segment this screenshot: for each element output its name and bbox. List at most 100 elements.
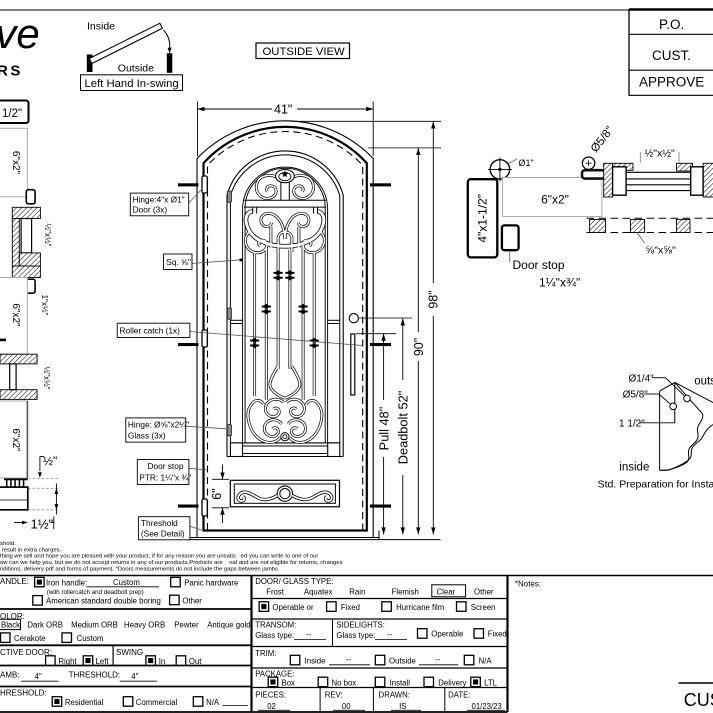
svg-text:01/23/23: 01/23/23 <box>472 702 502 711</box>
svg-text:DATE:: DATE: <box>448 690 470 699</box>
svg-text:Operable: Operable <box>431 630 463 639</box>
svg-text:Residential: Residential <box>65 698 104 707</box>
svg-text:DOOR/ GLASS TYPE:: DOOR/ GLASS TYPE: <box>255 577 333 586</box>
svg-text:THRESHOLD:: THRESHOLD: <box>69 670 121 679</box>
svg-text:American standard double borin: American standard double boring <box>46 597 161 606</box>
svg-text:Commercial: Commercial <box>136 698 178 707</box>
svg-text:REV:: REV: <box>325 690 343 699</box>
svg-text:Glass type:: Glass type: <box>336 631 375 640</box>
svg-text:Fixed: Fixed <box>341 603 360 612</box>
svg-text:6"x2": 6"x2" <box>10 428 21 452</box>
svg-text:Door (3x): Door (3x) <box>133 205 168 215</box>
svg-text:Delivery: Delivery <box>438 678 466 687</box>
svg-text:Cerakote: Cerakote <box>14 634 46 643</box>
svg-text:4": 4" <box>131 672 138 681</box>
svg-text:Rain: Rain <box>349 588 365 597</box>
svg-text:98": 98" <box>427 290 441 308</box>
svg-text:CUST.: CUST. <box>652 48 691 63</box>
svg-text:Glass type:: Glass type: <box>255 631 294 640</box>
svg-text:90": 90" <box>412 338 426 356</box>
svg-text:1½": 1½" <box>31 517 54 532</box>
svg-text:outside: outside <box>694 376 713 388</box>
svg-text:OLOR:: OLOR: <box>0 612 25 621</box>
svg-text:DRAWN:: DRAWN: <box>379 690 410 699</box>
svg-text:Inside: Inside <box>87 21 115 33</box>
svg-text:IS: IS <box>399 702 406 711</box>
svg-text:Outside: Outside <box>389 656 416 665</box>
svg-text:No box: No box <box>332 678 357 687</box>
svg-text:Outside: Outside <box>118 63 154 75</box>
svg-text:Threshold: Threshold <box>141 518 178 528</box>
svg-text:Other: Other <box>474 588 494 597</box>
svg-text:Roller catch (1x): Roller catch (1x) <box>120 326 181 336</box>
svg-text:Dark ORB: Dark ORB <box>27 620 63 629</box>
svg-text:shold.: shold. <box>0 541 16 547</box>
svg-text:AMB:: AMB: <box>0 670 20 679</box>
svg-text:6"x2": 6"x2" <box>10 303 21 327</box>
svg-text:N/A: N/A <box>479 656 493 665</box>
svg-text:00: 00 <box>342 702 351 711</box>
svg-text:N/A: N/A <box>206 698 220 707</box>
svg-text:½": ½" <box>43 454 57 468</box>
svg-text:Install: Install <box>390 678 411 687</box>
svg-text:Medium ORB: Medium ORB <box>71 620 118 629</box>
svg-text:6"x2": 6"x2" <box>541 193 569 207</box>
svg-text:Frost: Frost <box>266 588 285 597</box>
svg-text:ive: ive <box>0 10 40 57</box>
svg-text:--: -- <box>306 630 312 639</box>
svg-text:Other: Other <box>182 596 202 605</box>
svg-text:Antique gold: Antique gold <box>207 620 250 629</box>
svg-text:Ø5/8": Ø5/8" <box>623 389 649 400</box>
svg-text:Flemish: Flemish <box>392 588 419 597</box>
svg-text:Hinge: Ø⅝"x2¼": Hinge: Ø⅝"x2¼" <box>128 420 189 430</box>
svg-text:Inside: Inside <box>305 656 326 665</box>
svg-text:1¼"x¾": 1¼"x¾" <box>539 276 580 290</box>
svg-text:Std. Preparation for Installat: Std. Preparation for Installation <box>598 479 713 491</box>
svg-text:Panic hardware: Panic hardware <box>184 578 238 587</box>
svg-text:Pewter: Pewter <box>174 620 199 629</box>
svg-text:Hurricane film: Hurricane film <box>396 603 444 612</box>
svg-text:inside: inside <box>619 462 649 474</box>
svg-text:thing we sell and hope you are: thing we sell and hope you are pleased w… <box>0 554 318 560</box>
svg-text:SIDELIGHTS:: SIDELIGHTS: <box>336 621 385 630</box>
svg-text:Deadbolt 52": Deadbolt 52" <box>396 391 411 465</box>
svg-text:Operable or: Operable or <box>272 603 314 612</box>
svg-text:P.O.: P.O. <box>659 17 684 32</box>
svg-text:Heavy ORB: Heavy ORB <box>124 620 165 629</box>
svg-text:Aquatex: Aquatex <box>304 588 333 597</box>
svg-text:Custom: Custom <box>113 578 140 587</box>
svg-text:ANDLE:: ANDLE: <box>0 577 29 586</box>
svg-text:Out: Out <box>189 657 202 666</box>
svg-text:result in extra charges.: result in extra charges. <box>0 547 62 553</box>
svg-text:Left Hand In-swing: Left Hand In-swing <box>85 78 179 90</box>
svg-text:Left: Left <box>96 657 110 666</box>
svg-text:Fixed: Fixed <box>488 630 507 639</box>
svg-text:41": 41" <box>274 103 292 117</box>
svg-text:PTR: 1¼"x ¾": PTR: 1¼"x ¾" <box>139 473 191 483</box>
svg-text:PIECES:: PIECES: <box>255 690 286 699</box>
svg-text:In: In <box>159 657 166 666</box>
svg-text:*Notes:: *Notes: <box>515 579 541 588</box>
svg-text:Sq. ⅝": Sq. ⅝" <box>166 257 191 267</box>
svg-text:CUS: CUS <box>684 690 713 710</box>
svg-text:Clear: Clear <box>437 588 456 597</box>
svg-text:TRIM:: TRIM: <box>255 649 276 658</box>
svg-text:Ø1/4": Ø1/4" <box>629 373 655 384</box>
svg-text:Hinge:4"x Ø1": Hinge:4"x Ø1" <box>133 194 185 204</box>
svg-text:nditions, delivery pdf and for: nditions, delivery pdf and forms of paym… <box>0 566 278 572</box>
svg-text:HRESHOLD:: HRESHOLD: <box>0 688 47 697</box>
svg-text:1 1/2": 1 1/2" <box>619 418 645 429</box>
svg-text:02: 02 <box>267 702 276 711</box>
svg-text:Ø1": Ø1" <box>519 158 534 168</box>
svg-text:6"x2": 6"x2" <box>10 151 21 175</box>
svg-text:APPROVE: APPROVE <box>639 75 704 90</box>
svg-text:--: -- <box>346 655 352 664</box>
svg-text:1"x½": 1"x½" <box>40 295 49 316</box>
svg-text:OUTSIDE VIEW: OUTSIDE VIEW <box>263 46 346 58</box>
svg-text:½"x½": ½"x½" <box>43 223 52 246</box>
svg-text:(See Detail): (See Detail) <box>141 528 185 538</box>
svg-text:PACKAGE:: PACKAGE: <box>255 669 294 678</box>
svg-text:SWING: SWING <box>116 648 143 657</box>
svg-text:½"x½": ½"x½" <box>645 148 675 160</box>
svg-text:Right: Right <box>58 657 77 666</box>
